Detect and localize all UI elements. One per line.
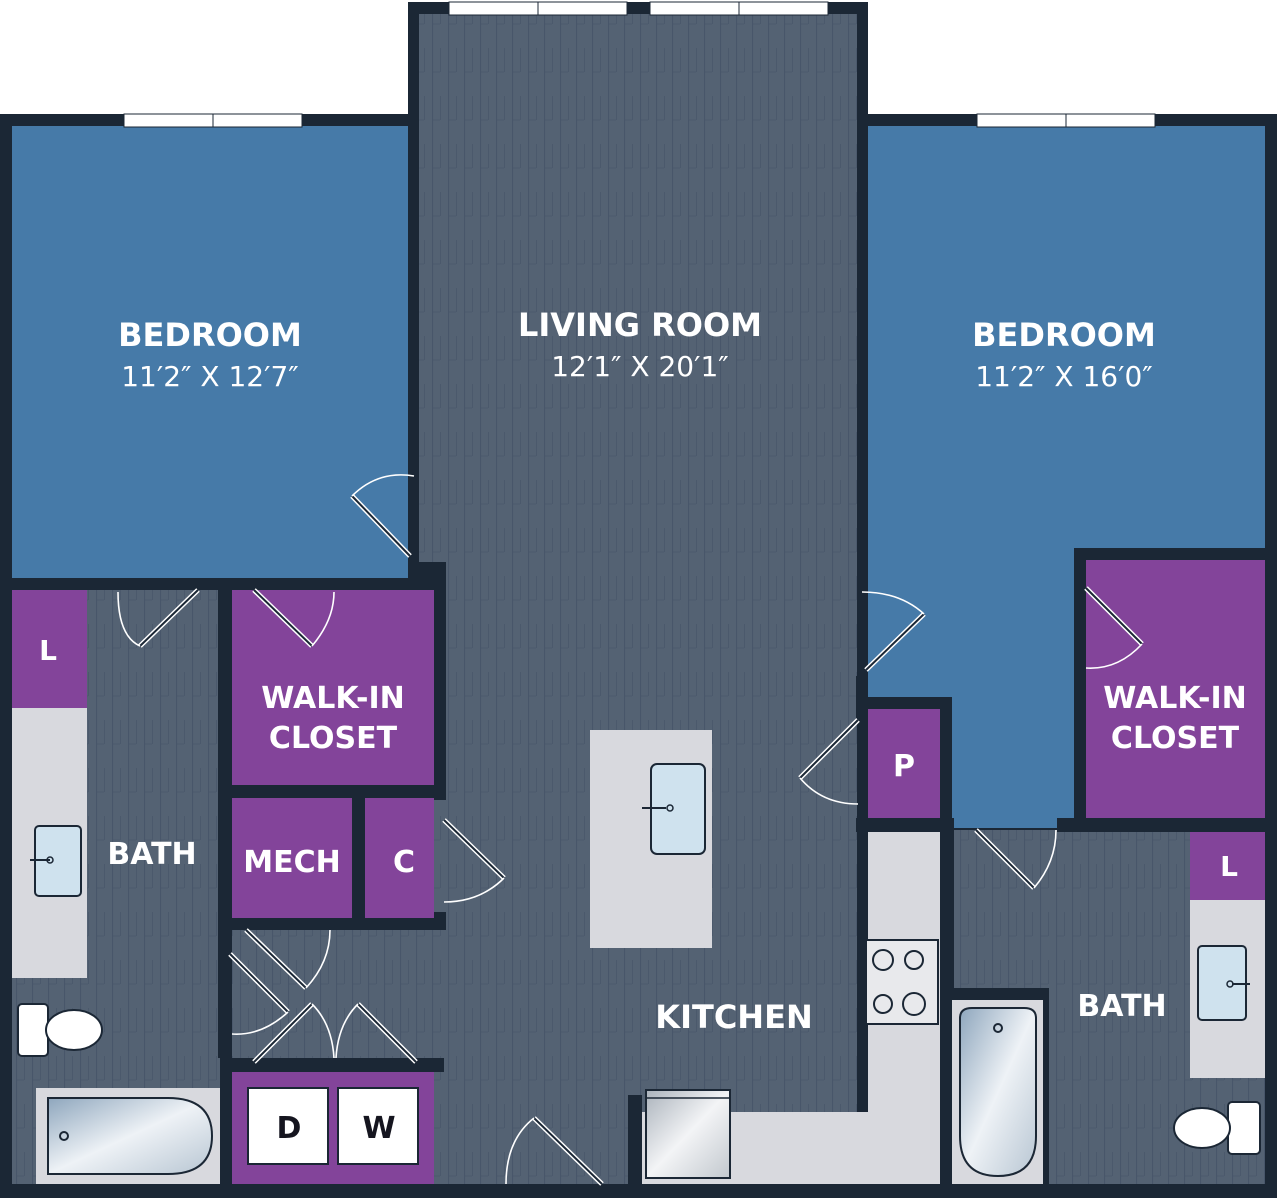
- bedroom-right-dimensions: 11′2″ X 16′0″: [975, 360, 1153, 393]
- pantry: [868, 709, 940, 818]
- bathtub-right: [952, 1000, 1043, 1184]
- bedroom-left-label: BEDROOM: [118, 316, 302, 354]
- linen-right-label: L: [1220, 850, 1238, 883]
- door-mech: [244, 928, 331, 990]
- walk-in-closet-right-line2: CLOSET: [1111, 721, 1240, 756]
- laundry-hall-floor: [220, 930, 430, 1070]
- door-bath-right: [974, 828, 1057, 890]
- door-bedroom-left: [350, 474, 415, 558]
- linen-left: [12, 590, 87, 708]
- refrigerator: [645, 1089, 731, 1179]
- walk-in-closet-left: [232, 590, 434, 785]
- walk-in-closet-left-line2: CLOSET: [269, 721, 398, 756]
- coat-closet: [365, 798, 434, 918]
- dryer: [247, 1087, 329, 1165]
- door-coat-closet: [442, 818, 506, 903]
- bedroom-right-label: BEDROOM: [972, 316, 1156, 354]
- walk-in-closet-right-line1: WALK-IN: [1103, 681, 1246, 716]
- toilet-left: [17, 1003, 103, 1057]
- linen-left-label: L: [39, 634, 57, 667]
- door-pantry: [798, 718, 860, 805]
- living-room-floor: [419, 14, 857, 1184]
- bath-right-label: BATH: [1077, 989, 1166, 1024]
- door-walk-in-left: [252, 588, 335, 648]
- closets: [12, 560, 1265, 1184]
- door-entry: [505, 1116, 604, 1186]
- door-laundry-bifold: [252, 1002, 418, 1064]
- stove: [865, 939, 939, 1025]
- pantry-label: P: [893, 749, 915, 784]
- mech-closet: [232, 798, 352, 918]
- mech-label: MECH: [243, 845, 340, 880]
- door-walk-in-right: [1084, 586, 1144, 669]
- washer-label: W: [362, 1111, 395, 1146]
- windows: [123, 1, 1156, 128]
- kitchen-label: KITCHEN: [655, 998, 812, 1036]
- washer: [337, 1087, 419, 1165]
- toilet-right: [1173, 1101, 1261, 1155]
- door-bedroom-right: [861, 591, 926, 672]
- door-laundry-hall: [228, 952, 290, 1035]
- walk-in-closet-left-line1: WALK-IN: [261, 681, 404, 716]
- bedroom-left-floor: [12, 126, 408, 578]
- bath-left-label: BATH: [107, 837, 196, 872]
- linen-right: [1190, 832, 1265, 900]
- walk-in-closet-right: [1086, 560, 1265, 818]
- living-room-label: LIVING ROOM: [518, 306, 762, 344]
- bathtub-left: [36, 1088, 220, 1184]
- coat-closet-label: C: [393, 845, 415, 880]
- living-room-dimensions: 12′1″ X 20′1″: [551, 350, 729, 383]
- room-labels: BEDROOM 11′2″ X 12′7″ LIVING ROOM 12′1″ …: [39, 306, 1247, 1146]
- door-bath-left: [117, 588, 200, 648]
- bedroom-left-dimensions: 11′2″ X 12′7″: [121, 360, 299, 393]
- dryer-label: D: [277, 1111, 302, 1146]
- doors: [117, 474, 1144, 1186]
- bedroom-right-floor: [868, 126, 1265, 828]
